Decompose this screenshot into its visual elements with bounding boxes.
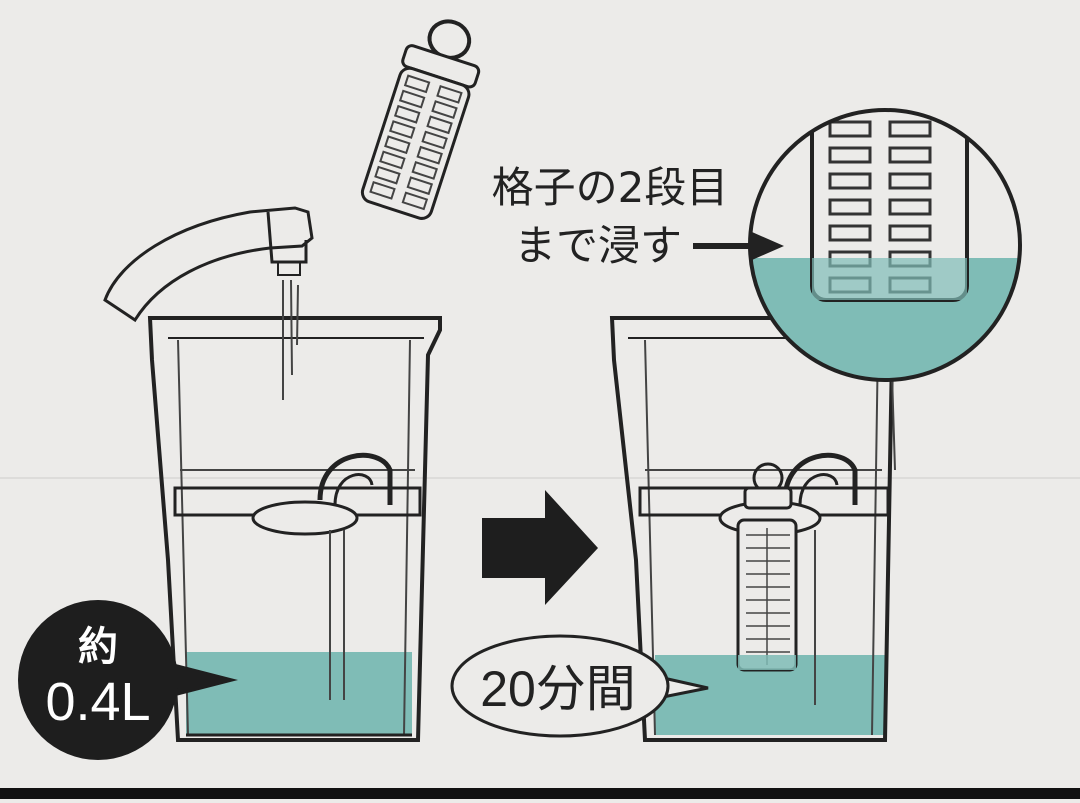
- right-arrow-icon: [482, 490, 598, 605]
- water-level-right: [655, 655, 885, 735]
- left-pitcher: [147, 316, 442, 742]
- magnified-cartridge-callout: [748, 108, 1022, 382]
- water-level-left: [186, 652, 412, 735]
- immersion-note: 格子の2段目 まで浸す: [492, 163, 729, 270]
- pointer-arrow-icon: [693, 232, 784, 260]
- bottom-border: [0, 788, 1080, 799]
- note-line-1: 格子の2段目: [492, 163, 729, 212]
- filter-cartridge-icon: [360, 19, 481, 220]
- volume-prefix-label: 約: [78, 624, 118, 670]
- duration-bubble: 20分間: [450, 634, 709, 738]
- duration-label: 20分間: [480, 661, 636, 717]
- volume-badge: 約 0.4L: [18, 600, 238, 760]
- volume-value-label: 0.4L: [45, 672, 150, 732]
- faucet-icon: [103, 206, 314, 400]
- note-line-2: まで浸す: [514, 221, 682, 270]
- right-pitcher: [609, 316, 907, 742]
